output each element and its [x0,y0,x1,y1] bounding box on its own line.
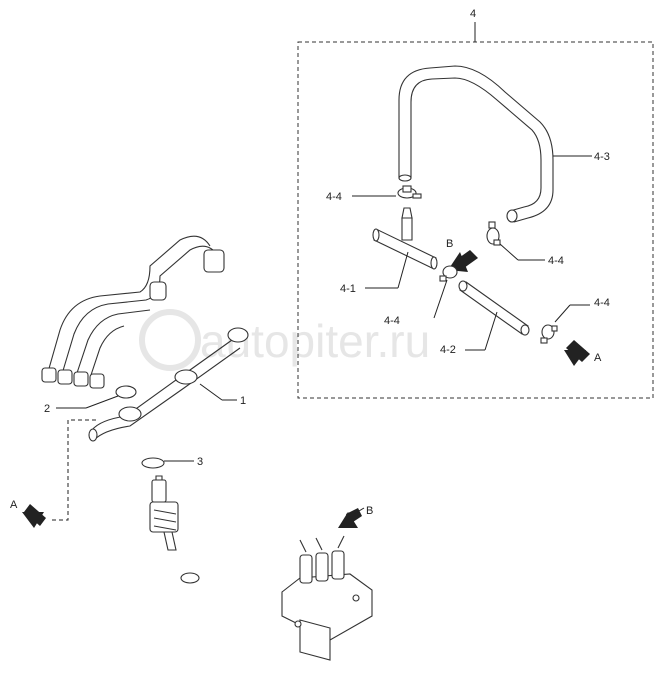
label-4: 4 [470,8,476,20]
leader-4-1-b [397,251,409,289]
label-1: 1 [240,395,246,407]
label-4-4-far-right: 4-4 [594,297,610,309]
label-4-1: 4-1 [340,283,356,295]
hose-4-2 [458,280,530,336]
hose-4-3 [398,65,554,223]
label-b-upper: B [446,238,453,250]
label-2: 2 [44,403,50,415]
clamp-4-4-center [486,221,501,246]
injection-pump [281,535,373,661]
clamp-4-4-far-right [540,324,558,344]
leader-b-bottom [353,507,365,515]
label-4-3: 4-3 [594,151,610,163]
label-a-right: A [594,352,602,364]
tee-4-1 [372,207,438,270]
view-a-bracket [52,419,96,521]
leader-4-2-a [484,311,498,351]
label-b-bottom: B [366,505,373,517]
label-3: 3 [197,456,203,468]
washer-3 [141,457,165,469]
leader-4-4-far-right-a [554,304,571,323]
washer-2 [115,385,137,399]
leader-4-4-lower [433,279,448,319]
leak-off-pipe-1 [88,327,249,442]
clamp-4-4-upper [397,185,422,199]
label-4-2: 4-2 [440,344,456,356]
label-4-4-lower: 4-4 [384,315,400,327]
leader-4-4-center-a [499,243,519,261]
leader-1-a [199,383,223,401]
clamp-4-4-lower [439,265,458,282]
injector-nozzle [149,475,200,584]
label-a-left: A [10,499,18,511]
label-4-4-center: 4-4 [548,255,564,267]
injection-pipes [41,235,225,389]
leader-2-b [85,395,119,409]
label-4-4-upper: 4-4 [326,191,342,203]
view-a-arrow-right [564,340,590,366]
view-a-arrow-left [22,504,46,528]
